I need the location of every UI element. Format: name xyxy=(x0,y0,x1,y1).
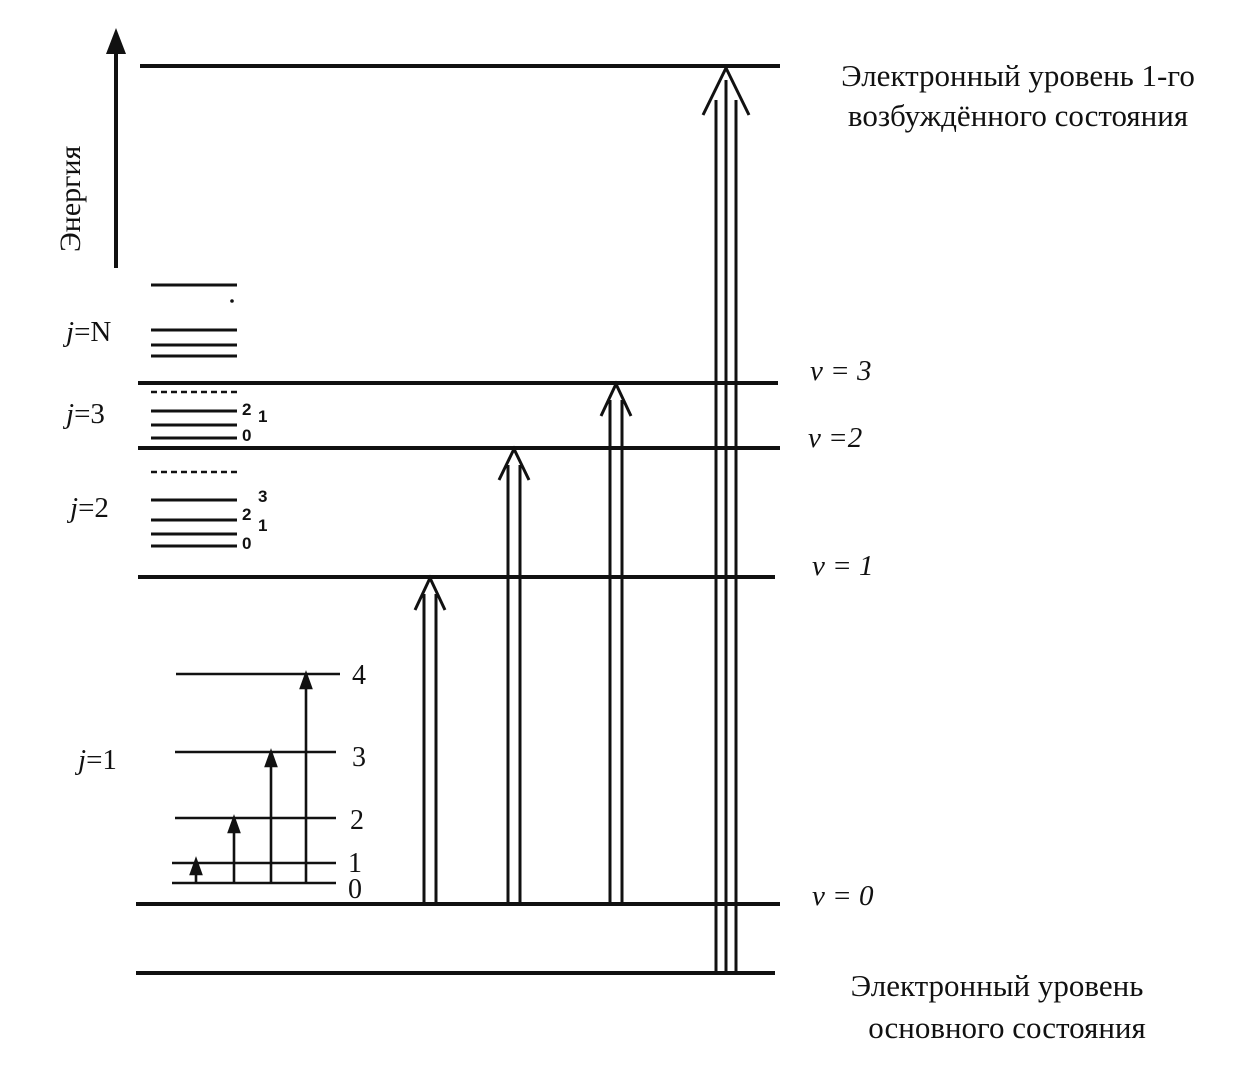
energy-axis-label: Энергия xyxy=(54,145,87,252)
v0-label: v = 0 xyxy=(812,880,874,912)
v3-label: v = 3 xyxy=(810,355,872,387)
j2-level-2-label: 2 xyxy=(242,505,252,524)
rotational-group-j2-lines xyxy=(151,470,237,548)
ground-state-label-line1: Электронный уровень xyxy=(850,968,1144,1003)
j1-level-2-label: 2 xyxy=(350,805,364,836)
j3-label: j=3 xyxy=(66,398,105,430)
v1-label: v = 1 xyxy=(812,550,874,582)
vibrational-transition-arrow-v0-v1 xyxy=(413,574,447,904)
j3-level-1-label: 1 xyxy=(258,407,268,426)
vibrational-transition-arrow-v0-v3 xyxy=(599,380,633,904)
j2-label: j=2 xyxy=(70,492,109,524)
j1-label: j=1 xyxy=(78,744,117,776)
rotational-group-j1-lines xyxy=(172,672,340,885)
j3-level-0-label: 0 xyxy=(242,426,252,445)
j2-level-3-label: 3 xyxy=(258,487,268,506)
ground-state-label-line2: основного состояния xyxy=(868,1010,1146,1045)
electronic-transition-arrow xyxy=(701,64,751,973)
rotational-group-j3-lines xyxy=(151,390,237,440)
excited-state-label-line2: возбуждённого состояния xyxy=(847,98,1189,133)
j2-level-0-label: 0 xyxy=(242,534,252,553)
j2-level-1-label: 1 xyxy=(258,516,268,535)
j1-level-4-label: 4 xyxy=(352,660,366,691)
j1-level-1-label: 1 xyxy=(348,848,362,879)
excited-state-label-line1: Электронный уровень 1-го xyxy=(841,58,1195,93)
rotational-transition-arrows xyxy=(189,670,313,883)
energy-axis-arrow xyxy=(106,28,126,268)
jN-label: j=N xyxy=(66,316,112,348)
j1-level-0-label: 0 xyxy=(348,874,362,905)
vibrational-transition-arrow-v0-v2 xyxy=(497,445,531,904)
j1-level-3-label: 3 xyxy=(352,742,366,773)
j3-level-2-label: 2 xyxy=(242,400,252,419)
v2-label: v =2 xyxy=(808,422,863,454)
rotational-group-jN-lines xyxy=(151,283,237,358)
